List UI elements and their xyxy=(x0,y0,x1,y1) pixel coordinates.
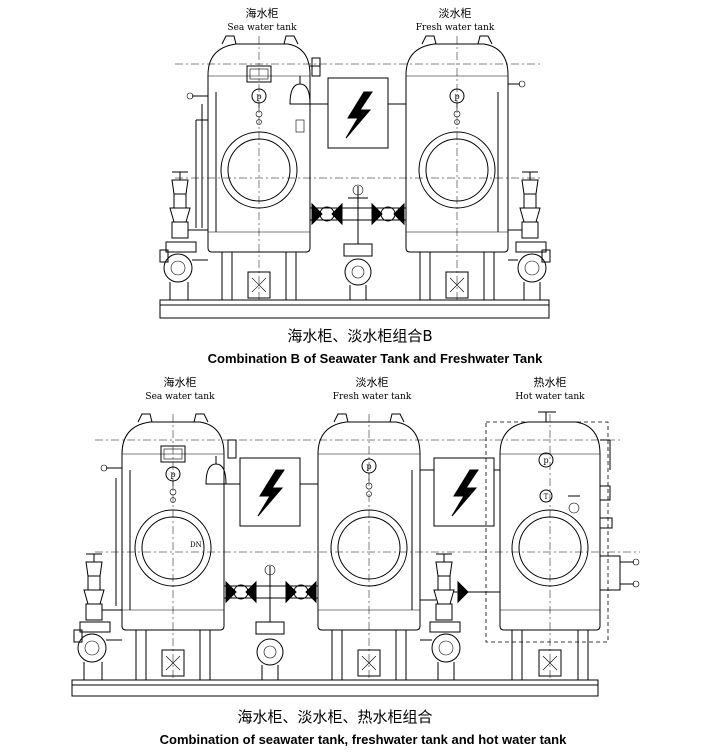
manhole xyxy=(134,509,212,587)
sea-water-tank: p xyxy=(186,35,311,300)
diagram-b: 海水柜 Sea water tank 淡水柜 Fresh water tank … xyxy=(159,6,551,366)
sea-inlet-valve xyxy=(83,553,122,621)
fresh-pump xyxy=(420,621,461,680)
sea-pump xyxy=(73,621,122,680)
fresh-tank-label-cn: 淡水柜 xyxy=(439,7,472,20)
pressure-gauge-label: p xyxy=(454,92,459,101)
control-box xyxy=(205,439,318,527)
thermometer-label: T xyxy=(544,493,549,501)
insulation-outline xyxy=(485,421,609,643)
caption-c-en: Combination of seawater tank, freshwater… xyxy=(160,732,567,747)
fresh-tank-label-en: Fresh water tank xyxy=(416,23,495,33)
fresh-water-tank: p xyxy=(405,35,526,300)
fresh-inlet-valve xyxy=(508,171,541,239)
hot-tank-label-cn: 热水柜 xyxy=(534,376,567,389)
pressure-gauge-label: p xyxy=(366,462,371,471)
caption-b-en: Combination B of Seawater Tank and Fresh… xyxy=(208,351,543,366)
cross-pipe xyxy=(224,564,318,622)
sea-water-tank: p DN xyxy=(100,413,225,680)
sea-pump xyxy=(159,241,208,300)
caption-c-cn: 海水柜、淡水柜、热水柜组合 xyxy=(237,708,432,726)
sea-tank-label-cn: 海水柜 xyxy=(246,6,279,20)
fresh-water-tank: p xyxy=(317,413,421,680)
control-box xyxy=(289,57,406,149)
dn-label: DN xyxy=(190,541,202,549)
manhole xyxy=(418,131,496,209)
manhole xyxy=(511,509,589,587)
sea-tank-label-en: Sea water tank xyxy=(145,392,215,402)
base-frame xyxy=(71,679,599,697)
fresh-pump xyxy=(508,241,551,300)
hot-tank-label-en: Hot water tank xyxy=(515,392,585,402)
base-frame xyxy=(159,299,550,319)
pressure-gauge-label: p xyxy=(543,456,548,465)
hot-water-tank: p T xyxy=(485,411,640,680)
diagram-c: 海水柜 Sea water tank 淡水柜 Fresh water tank … xyxy=(71,375,640,747)
manhole xyxy=(330,509,408,587)
cross-pipe xyxy=(310,184,406,244)
middle-pump xyxy=(255,621,285,680)
control-box xyxy=(420,457,500,527)
sea-inlet-valve xyxy=(169,171,208,239)
sea-tank-label-cn: 海水柜 xyxy=(164,375,197,389)
manhole xyxy=(220,131,298,209)
pressure-gauge-label: p xyxy=(256,92,261,101)
middle-pump xyxy=(343,243,373,300)
caption-b-cn: 海水柜、淡水柜组合B xyxy=(287,327,432,345)
fresh-tank-label-en: Fresh water tank xyxy=(333,392,412,402)
pressure-gauge-label: p xyxy=(170,470,175,479)
fresh-tank-label-cn: 淡水柜 xyxy=(356,376,389,389)
sea-tank-label-en: Sea water tank xyxy=(227,23,297,33)
fresh-inlet-valve xyxy=(420,553,500,621)
